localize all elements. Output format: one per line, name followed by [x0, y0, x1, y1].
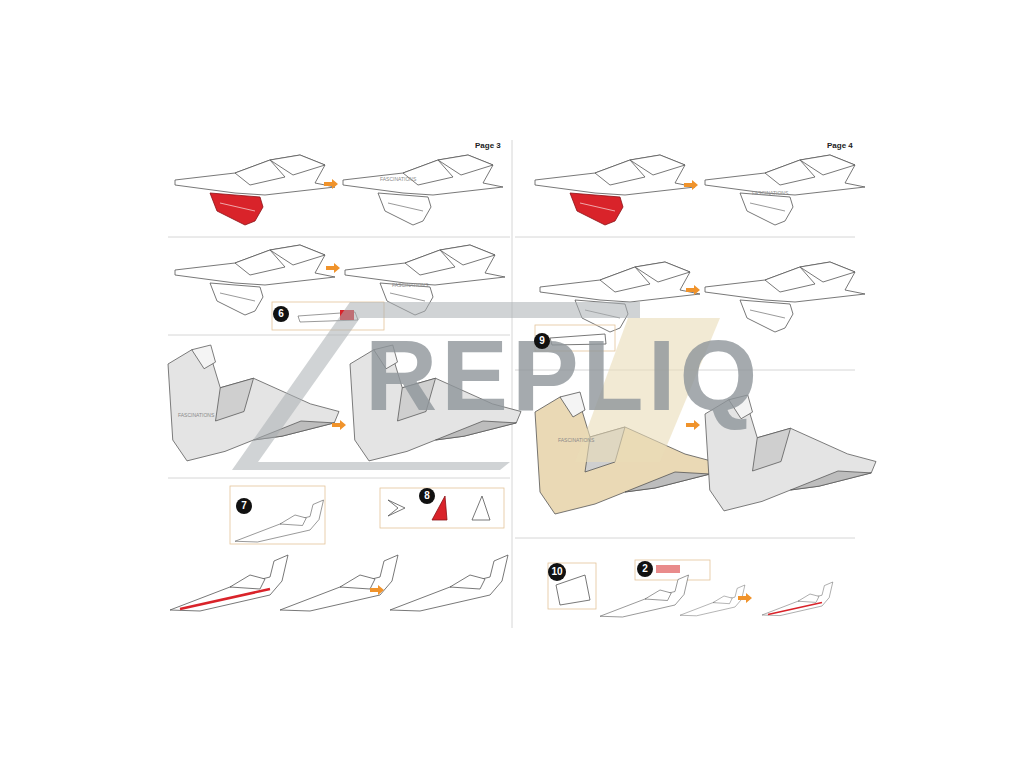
part-drawing — [280, 555, 398, 611]
wing-outline — [705, 155, 865, 195]
callout-number: 2 — [637, 561, 653, 577]
inset-part — [388, 500, 405, 516]
callout-number: 8 — [419, 488, 435, 504]
plane-panel — [340, 575, 375, 589]
plane-outline — [680, 585, 745, 616]
tail-fin — [192, 345, 216, 369]
step-arrow — [332, 420, 346, 430]
part-drawing — [762, 582, 833, 616]
wing-panel — [791, 471, 872, 490]
page-number: Page 4 — [827, 141, 853, 150]
part-drawing — [170, 555, 288, 611]
part-drawing — [535, 155, 695, 225]
cockpit-panel — [216, 378, 254, 421]
wing-outline — [535, 155, 695, 195]
plane-panel — [280, 515, 306, 526]
callout-text: 8 — [424, 491, 430, 501]
step-arrow — [738, 593, 752, 603]
step-arrow — [686, 285, 700, 295]
plane-outline — [280, 555, 398, 611]
plane-outline — [762, 582, 833, 616]
wing-outline — [540, 262, 700, 302]
callout-number: 9 — [534, 333, 550, 349]
part-drawing — [175, 155, 335, 225]
brand-print: FASCINATIONS — [752, 190, 788, 196]
wing-strut — [570, 193, 623, 225]
fold-line — [390, 293, 425, 301]
plane-panel — [713, 596, 732, 604]
page-number: Page 3 — [475, 141, 501, 150]
watermark: REPLIQ — [365, 318, 761, 433]
step-arrow — [370, 585, 384, 595]
inset-part — [432, 496, 447, 520]
step-arrow — [326, 263, 340, 273]
inset-frame — [380, 488, 504, 528]
wing-strut — [378, 193, 431, 225]
wing-outline — [345, 245, 505, 285]
inset-frame — [230, 486, 325, 544]
plane-outline — [600, 575, 689, 617]
inset-part — [472, 496, 490, 520]
panel-divider — [515, 538, 855, 539]
fold-line — [388, 203, 423, 211]
inset-frame — [635, 560, 710, 580]
plane-panel — [798, 594, 819, 602]
inset-frame — [548, 563, 596, 609]
wing-panel — [270, 155, 325, 175]
highlight-edge — [180, 589, 270, 609]
fold-line — [580, 203, 615, 211]
brand-print: FASCINATIONS — [392, 282, 428, 288]
part-drawing — [390, 555, 508, 611]
step-arrow — [324, 179, 338, 189]
wing-outline — [175, 155, 335, 195]
callout-number: 6 — [273, 306, 289, 322]
wing-strut — [210, 283, 263, 315]
wing-strut — [210, 193, 263, 225]
part-drawing — [343, 155, 503, 225]
panel-divider — [168, 237, 510, 238]
fold-line — [220, 203, 255, 211]
callout-number: 7 — [236, 498, 252, 514]
wing-outline — [175, 245, 335, 285]
wing-panel — [625, 472, 710, 492]
fold-line — [220, 293, 255, 301]
plane-outline — [170, 555, 288, 611]
fold-line — [750, 203, 785, 211]
wing-panel — [800, 155, 855, 175]
plane-outline — [390, 555, 508, 611]
callout-number: 10 — [548, 563, 566, 581]
part-drawing — [705, 155, 865, 225]
cockpit-panel — [753, 428, 791, 471]
brand-print: FASCINATIONS — [178, 412, 214, 418]
panel-divider — [515, 237, 855, 238]
step-arrow — [684, 180, 698, 190]
wing-panel — [270, 245, 325, 265]
part-drawing — [175, 245, 335, 315]
callout-text: 2 — [642, 564, 648, 574]
callout-text: 9 — [539, 336, 545, 346]
brand-print: FASCINATIONS — [380, 176, 416, 182]
callout-text: 6 — [278, 309, 284, 319]
wing-panel — [440, 245, 495, 265]
wing-panel — [635, 262, 690, 282]
part-drawing — [600, 575, 689, 617]
inset-part — [656, 565, 680, 573]
wing-panel — [800, 262, 855, 282]
highlight-edge — [768, 602, 822, 614]
panel-divider — [168, 478, 510, 479]
callout-text: 7 — [241, 501, 247, 511]
wing-panel — [438, 155, 493, 175]
fold-line — [750, 310, 785, 318]
wing-strut — [740, 193, 793, 225]
callout-text: 10 — [551, 567, 562, 577]
wing-outline — [343, 155, 503, 195]
plane-panel — [450, 575, 485, 589]
plane-panel — [645, 590, 671, 601]
wing-panel — [630, 155, 685, 175]
brand-print: FASCINATIONS — [558, 437, 594, 443]
wing-outline — [705, 262, 865, 302]
plane-panel — [230, 575, 265, 589]
part-drawing — [680, 585, 745, 616]
